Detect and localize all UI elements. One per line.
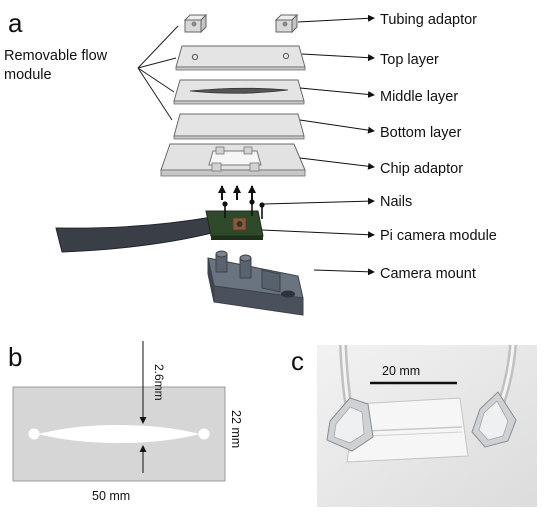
outlet-port <box>198 428 210 440</box>
dim-channel-width: 2.6mm <box>152 364 166 401</box>
top-layer-plate <box>175 45 306 71</box>
scale-bar-label: 20 mm <box>382 364 420 378</box>
camera-mount <box>207 250 304 316</box>
label-top-layer: Top layer <box>380 52 439 68</box>
nail-insert-arrows <box>218 185 256 200</box>
module-bracket-lines <box>137 25 179 121</box>
middle-layer-plate <box>173 79 305 105</box>
nails <box>222 199 265 219</box>
dim-height: 22 mm <box>229 410 243 448</box>
bottom-layer-plate <box>173 113 305 140</box>
label-chip-adaptor: Chip adaptor <box>380 161 463 177</box>
leader-lines <box>261 14 375 276</box>
flow-channel <box>38 425 200 443</box>
label-middle-layer: Middle layer <box>380 89 458 105</box>
label-bottom-layer: Bottom layer <box>380 125 462 141</box>
removable-module-label-line2: module <box>4 67 52 83</box>
panel-c-letter: c <box>291 346 304 376</box>
removable-module-label-line1: Removable flow <box>4 48 108 64</box>
device-photo <box>317 344 537 507</box>
label-camera-mount: Camera mount <box>380 266 476 282</box>
tubing-adaptor-left <box>183 13 208 34</box>
ribbon-cable <box>55 216 217 253</box>
panel-b-letter: b <box>8 342 22 372</box>
pi-camera-board <box>205 210 264 240</box>
inlet-port <box>28 428 40 440</box>
label-tubing-adaptor: Tubing adaptor <box>380 12 477 28</box>
label-pi-camera-module: Pi camera module <box>380 228 497 244</box>
panel-a-letter: a <box>8 8 23 38</box>
tubing-adaptor-right <box>274 13 299 34</box>
dim-length: 50 mm <box>92 489 130 503</box>
label-nails: Nails <box>380 194 412 210</box>
chip-adaptor <box>160 143 306 177</box>
